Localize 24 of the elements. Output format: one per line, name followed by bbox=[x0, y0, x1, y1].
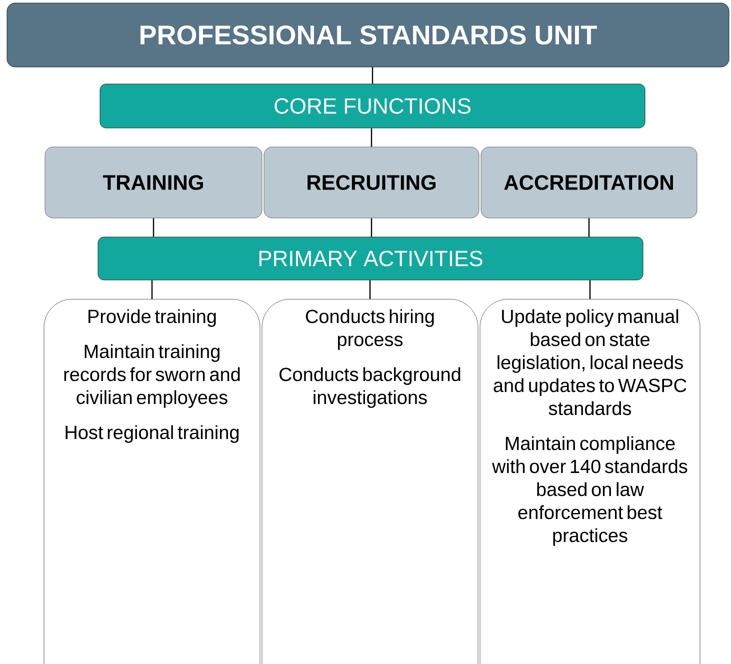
header-box: PROFESSIONAL STANDARDS UNIT bbox=[6, 2, 730, 68]
function-box: TRAINING bbox=[44, 146, 262, 218]
activity-text: Maintain training records for sworn and civilian employees bbox=[64, 344, 240, 408]
connector-line bbox=[589, 280, 591, 299]
function-box: ACCREDITATION bbox=[480, 146, 698, 218]
activity-text: Maintain compliance with over 140 standards based on law enforcement best practices bbox=[492, 436, 688, 546]
activity-text: Conducts background investigations bbox=[280, 367, 460, 408]
connector-line bbox=[370, 218, 372, 237]
function-box: RECRUITING bbox=[264, 146, 480, 218]
connector-line bbox=[588, 218, 590, 237]
activity-box bbox=[480, 299, 700, 664]
section-band: PRIMARY ACTIVITIES bbox=[98, 236, 644, 280]
activity-text: Conducts hiring process bbox=[306, 309, 434, 350]
activity-text: Update policy manual based on state legislation, local needs and updates to WASPC standards bbox=[494, 309, 686, 416]
activity-text: Host regional training bbox=[66, 425, 239, 443]
connector-line bbox=[152, 218, 154, 237]
section-band: CORE FUNCTIONS bbox=[100, 84, 646, 128]
connector-line bbox=[370, 128, 372, 147]
activity-text: Provide training bbox=[88, 309, 216, 327]
connector-line bbox=[151, 280, 153, 299]
activity-box bbox=[44, 299, 260, 664]
activity-box bbox=[262, 299, 478, 664]
connector-line bbox=[369, 280, 371, 299]
connector-line bbox=[372, 67, 374, 84]
